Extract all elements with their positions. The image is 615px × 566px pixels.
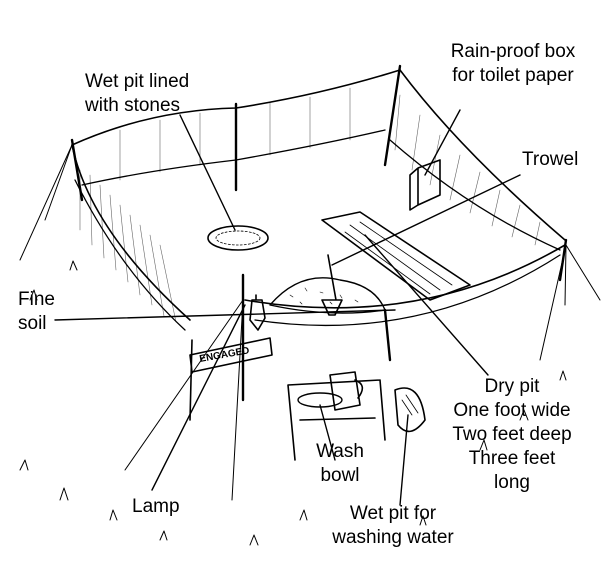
wash-stand xyxy=(287,379,386,461)
poles xyxy=(70,64,568,402)
lamp xyxy=(249,294,266,331)
label-lamp: Lamp xyxy=(132,496,180,517)
label-rain-proof-box: Rain-proof box for toilet paper xyxy=(450,41,576,86)
grass-tufts xyxy=(19,260,567,546)
label-wet-pit-washing: Wet pit for washing water xyxy=(332,503,454,548)
guy-ropes xyxy=(19,144,601,501)
front-wall xyxy=(244,244,566,309)
leader-lines xyxy=(54,109,521,506)
wall-hatching xyxy=(79,87,541,323)
pitcher xyxy=(329,371,364,411)
dry-pit xyxy=(321,211,471,301)
rain-proof-box xyxy=(409,159,441,211)
trowel xyxy=(321,254,343,316)
label-dry-pit: Dry pit One foot wide Two feet deep Thre… xyxy=(452,376,572,493)
label-trowel: Trowel xyxy=(522,149,579,170)
right-wall xyxy=(399,69,566,241)
label-wet-pit-stones: Wet pit lined with stones xyxy=(85,71,190,116)
label-fine-soil: Fine soil xyxy=(18,289,55,334)
left-wall xyxy=(71,144,191,321)
label-wash-bowl: Wash bowl xyxy=(316,441,364,486)
wet-pit-stones xyxy=(207,225,269,251)
wet-pit-washing xyxy=(394,387,426,433)
